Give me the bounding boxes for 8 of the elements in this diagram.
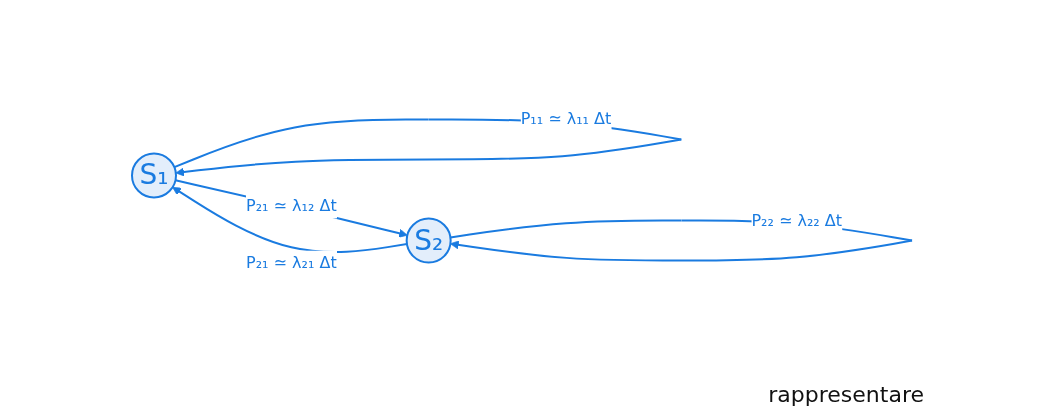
edge-label: P₂₁ ≃ λ₁₂ Δt [245, 196, 337, 216]
edge-label: P₂₁ ≃ λ₂₁ Δt [245, 252, 337, 272]
node-circle: S₂ [405, 217, 452, 264]
node-circle: S₁ [130, 152, 177, 199]
edge-label: P₂₂ ≃ λ₂₂ Δt [751, 210, 842, 230]
handwritten-note: rappresentare [768, 382, 924, 407]
edge-label: P₁₁ ≃ λ₁₁ Δt [520, 109, 612, 129]
arrow [172, 186, 408, 254]
